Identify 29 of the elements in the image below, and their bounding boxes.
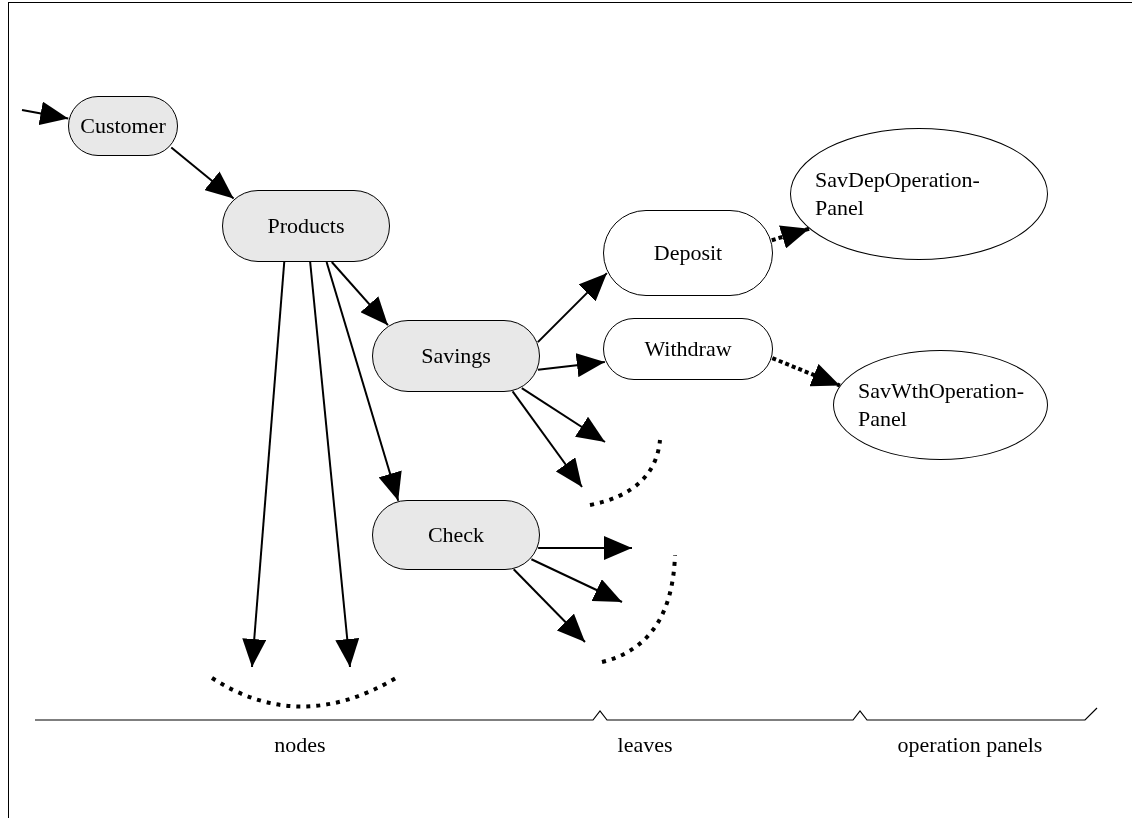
arrow — [536, 272, 608, 344]
node-label: SavDepOperation-Panel — [814, 166, 981, 222]
arrow — [309, 261, 360, 668]
rounded-node — [68, 96, 178, 156]
rounded-node — [603, 210, 773, 296]
section-label: leaves — [617, 731, 673, 759]
node-label: Customer — [80, 112, 166, 140]
arrow — [771, 356, 841, 388]
arrow — [330, 261, 389, 327]
arrow — [511, 390, 583, 488]
arrow — [512, 568, 586, 643]
rounded-node — [372, 320, 540, 392]
node-label: Savings — [421, 342, 491, 370]
rounded-node — [372, 500, 540, 570]
node-label: Products — [267, 212, 345, 240]
node-label: Check — [427, 521, 485, 549]
arrow — [530, 558, 623, 603]
rounded-node — [603, 318, 773, 380]
node-label: Deposit — [653, 239, 723, 267]
arrow — [520, 387, 606, 443]
arrow — [771, 225, 810, 249]
arrow — [170, 146, 235, 200]
section-label: nodes — [274, 731, 326, 759]
section-label: operation panels — [897, 731, 1043, 759]
node-label: SavWthOperation-Panel — [857, 377, 1026, 433]
node-label: Withdraw — [644, 335, 732, 363]
arrow — [325, 261, 402, 502]
arrow — [242, 261, 286, 668]
arrow — [21, 101, 70, 126]
